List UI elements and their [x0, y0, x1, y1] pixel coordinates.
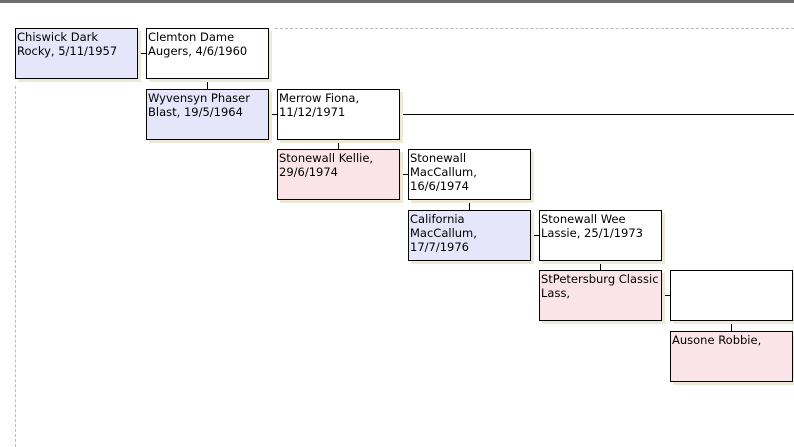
dog-card[interactable]: Stonewall Kellie, 29/6/1974	[277, 149, 400, 200]
page-boundary-top	[275, 28, 794, 29]
dog-card[interactable]: California MacCallum, 17/7/1976	[408, 210, 531, 261]
dog-card[interactable]: Stonewall Wee Lassie, 25/1/1973	[539, 210, 662, 261]
window-top-border	[0, 0, 794, 3]
page-boundary-left	[15, 86, 16, 447]
connector-line	[137, 53, 146, 54]
dog-card[interactable]: Chiswick Dark Rocky, 5/11/1957	[15, 28, 138, 79]
dog-card[interactable]: Clemton Dame Augers, 4/6/1960	[146, 28, 269, 79]
dog-card[interactable]: Wyvensyn Phaser Blast, 19/5/1964	[146, 89, 269, 140]
connector-line	[268, 114, 277, 115]
dog-card[interactable]: StPetersburg Classic Lass,	[539, 270, 662, 321]
dog-card[interactable]: Stonewall MacCallum, 16/6/1974	[408, 149, 531, 200]
connector-line	[338, 139, 339, 149]
connector-line	[399, 174, 408, 175]
dog-card-empty[interactable]	[670, 270, 793, 321]
dog-card[interactable]: Merrow Fiona, 11/12/1971	[277, 89, 400, 140]
connector-line	[731, 320, 732, 331]
connector-line	[530, 235, 539, 236]
connector-line	[399, 114, 794, 115]
connector-line	[207, 78, 208, 89]
connector-line	[600, 260, 601, 270]
dog-card[interactable]: Ausone Robbie,	[670, 331, 793, 382]
connector-line	[469, 199, 470, 210]
connector-line	[792, 355, 794, 356]
connector-line	[661, 295, 670, 296]
